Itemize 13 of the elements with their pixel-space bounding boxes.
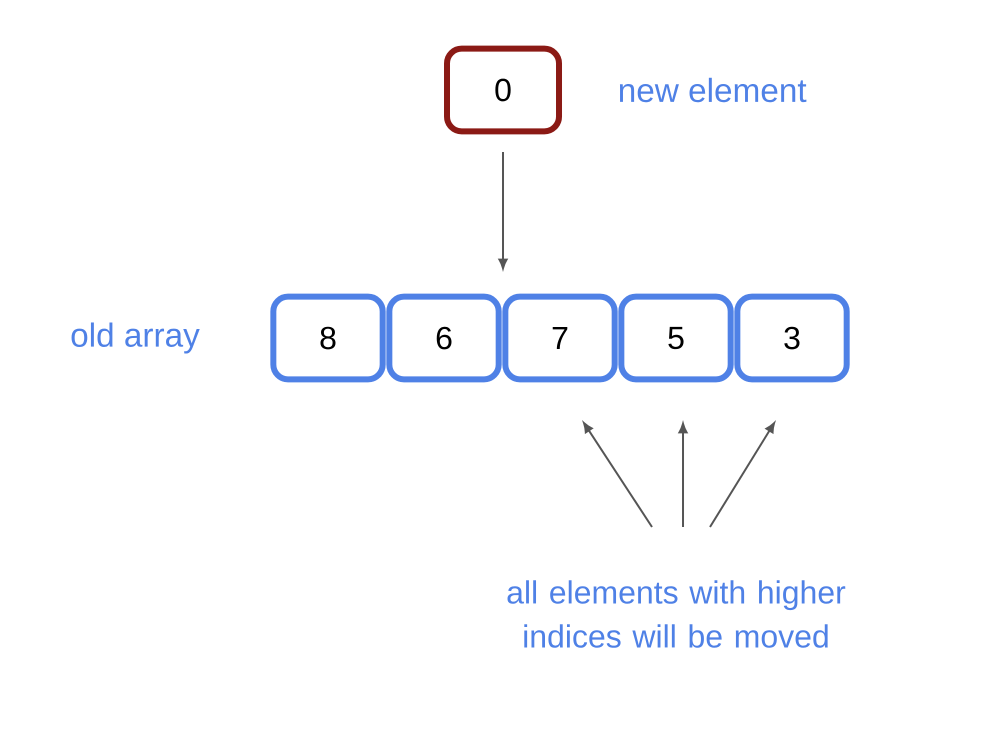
array-label: old array bbox=[72, 322, 200, 354]
array-cell: 6 bbox=[386, 294, 502, 382]
array-cell: 7 bbox=[502, 294, 618, 382]
array-cell: 8 bbox=[270, 294, 386, 382]
array-cell: 3 bbox=[734, 294, 850, 382]
array-cell: 5 bbox=[618, 294, 734, 382]
arrow bbox=[709, 422, 775, 528]
arrow bbox=[498, 152, 508, 270]
element-box: 0 bbox=[444, 46, 562, 134]
arrow bbox=[678, 422, 688, 527]
beside-label: new element bbox=[620, 78, 806, 102]
arrow bbox=[583, 422, 653, 528]
note-text: all elements with higher indices will be moved bbox=[508, 580, 846, 648]
